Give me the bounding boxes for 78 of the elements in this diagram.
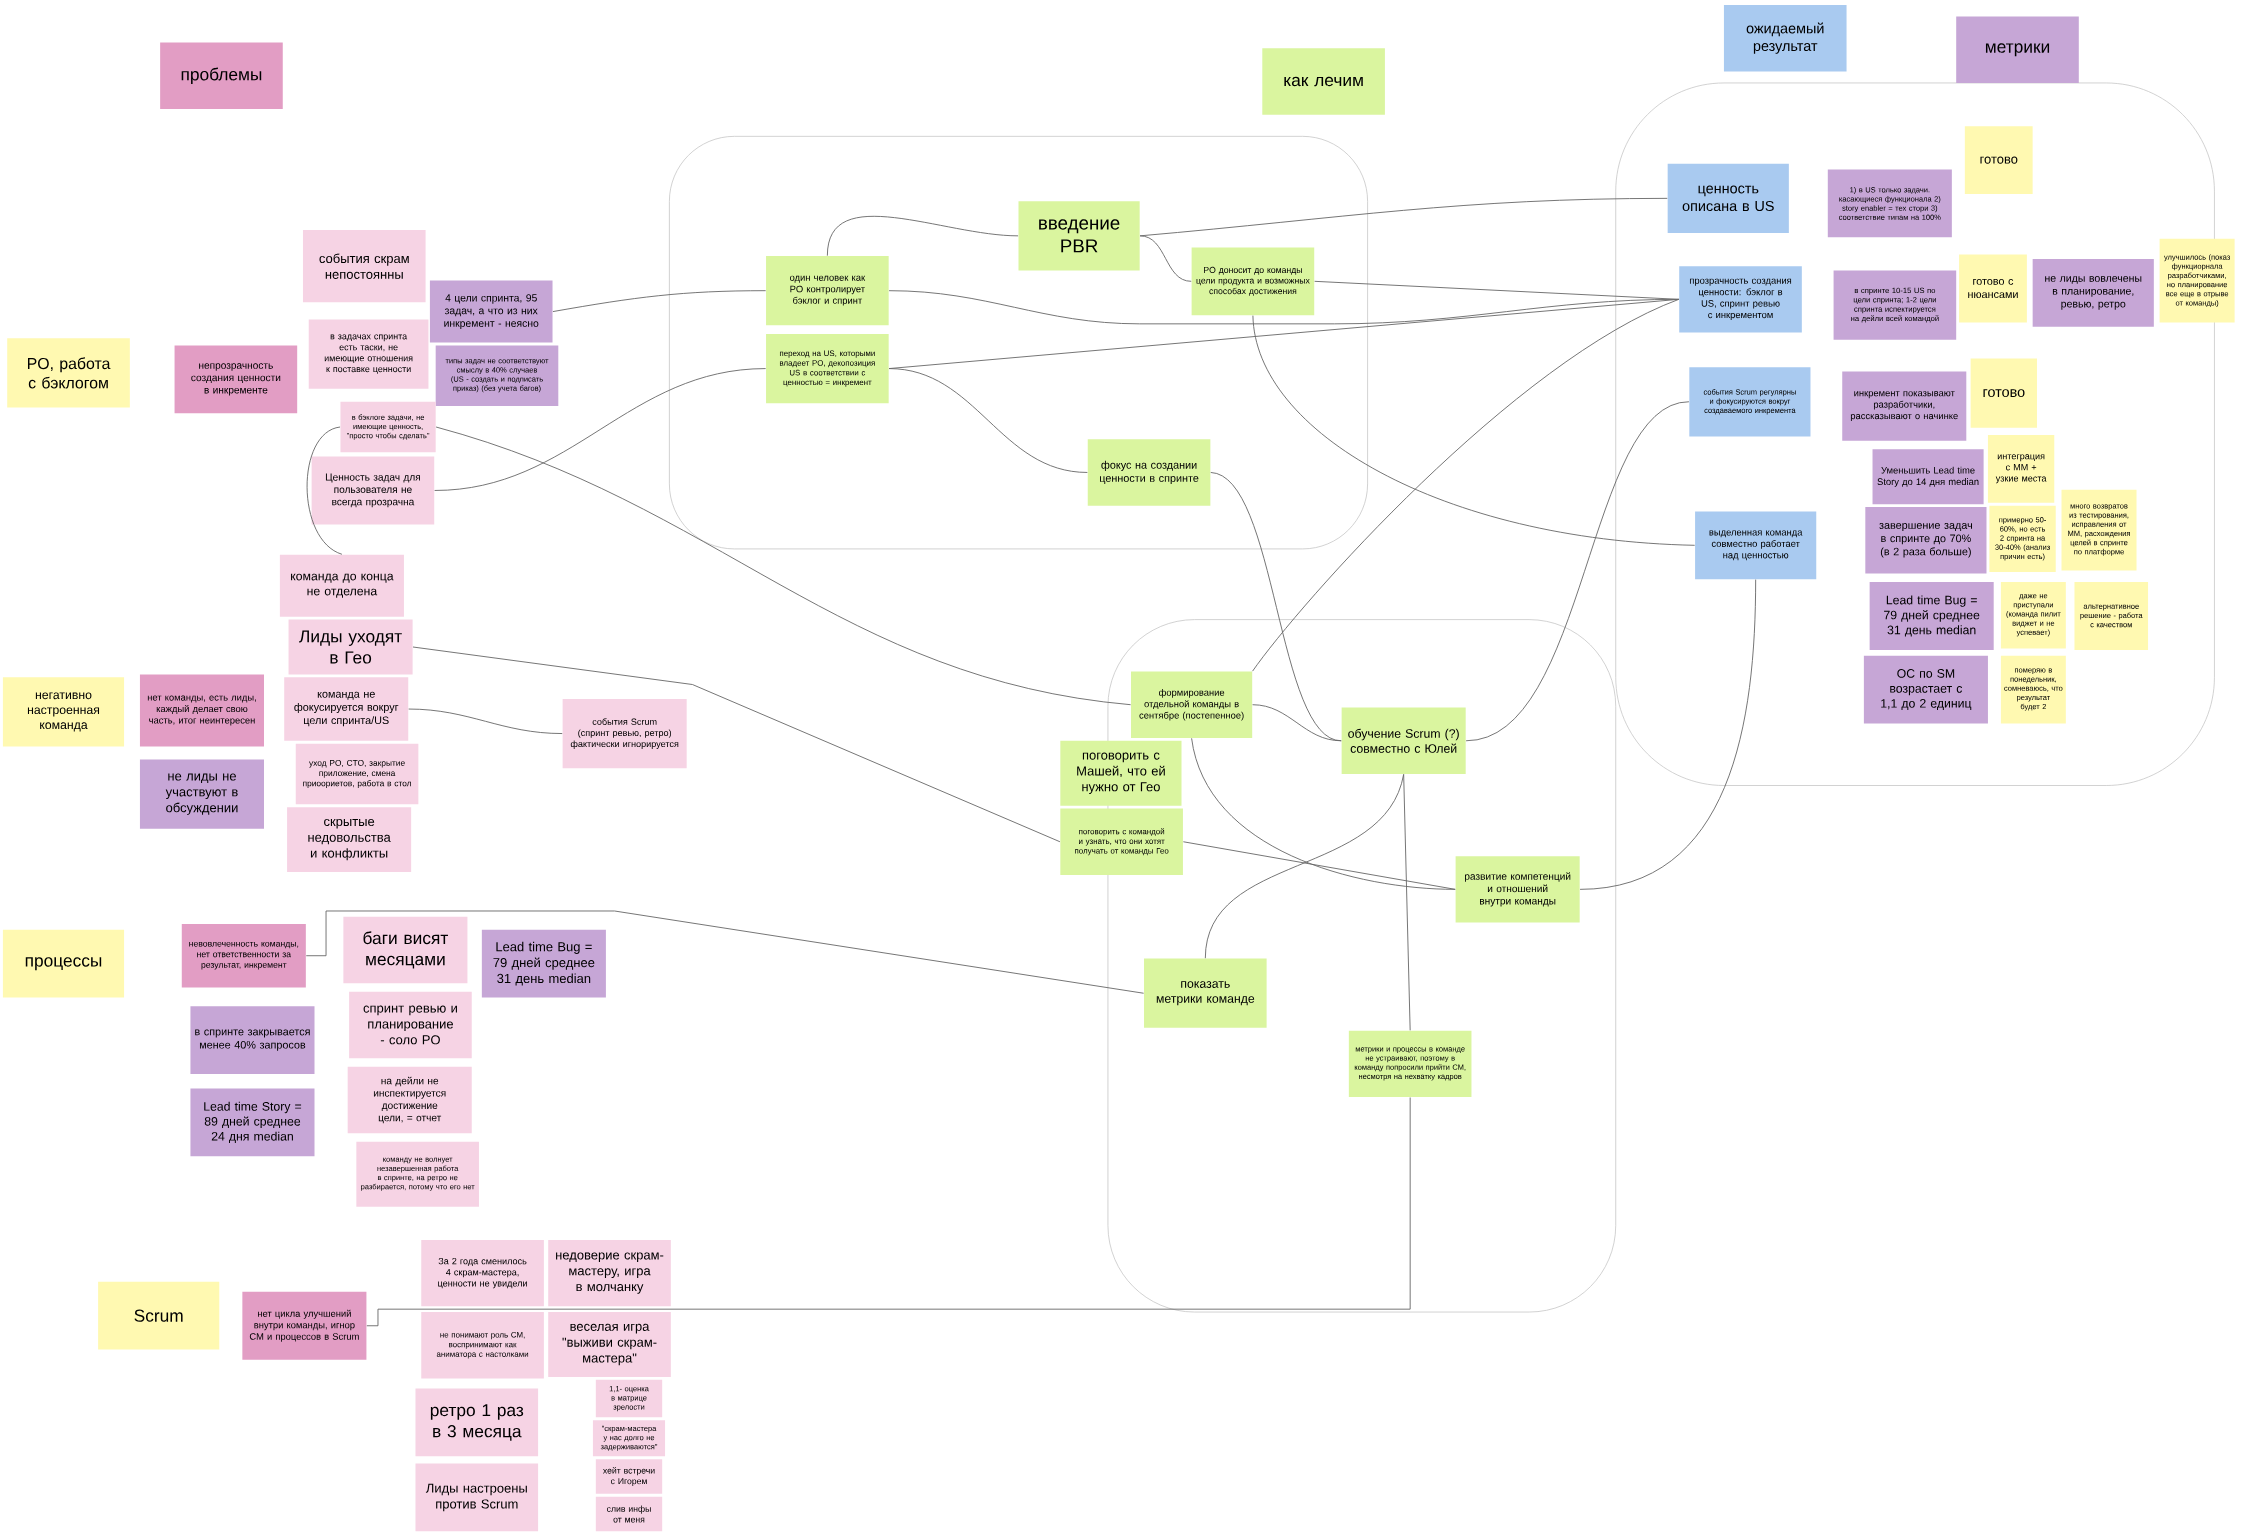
- sticky-note: ценность описана в US: [1667, 163, 1789, 233]
- sticky-note: PO доносит до команды цели продукта и возможных способах достижения: [1191, 247, 1315, 316]
- connector-line: [1139, 197, 1668, 237]
- connector-line: [305, 910, 1145, 994]
- sticky-note: недоверие скрам-мастеру, игра в молчанку: [548, 1239, 671, 1307]
- sticky-note: события Scrum (спринт ревью, ретро) фактически игнорируется: [562, 698, 687, 769]
- sticky-note: непрозрачность создания ценности в инкременте: [174, 345, 298, 414]
- sticky-note: не лиды вовлечены в планирование, ревью, ретро: [2032, 258, 2154, 327]
- connector-line: [1465, 401, 1690, 742]
- sticky-note: поговорить с Машей, что ей нужно от Гео: [1060, 740, 1182, 806]
- connector-line: [1182, 841, 1456, 890]
- connector-line: [1252, 298, 1680, 672]
- sticky-note: развитие компетенций и отношений внутри команды: [1455, 856, 1580, 923]
- sticky-note: в спринте закрывается менее 40% запросов: [190, 1006, 315, 1074]
- sticky-note: команда не фокусируется вокруг цели спринта/US: [284, 677, 409, 741]
- sticky-note: готово с нюансами: [1959, 254, 2027, 323]
- sticky-note: выделенная команда совместно работает над ценностью: [1695, 511, 1817, 580]
- sticky-note: невовлеченность команды, нет ответственности за результат, инкремент: [181, 924, 306, 988]
- connector-line: [1579, 579, 1757, 890]
- sticky-note: 4 цели спринта, 95 задач, а что из них инкремент - неясно: [429, 280, 553, 343]
- sticky-note: негативно настроенная команда: [2, 677, 125, 747]
- sticky-note: метрики: [1956, 16, 2079, 83]
- sticky-note: обучение Scrum (?) совместно с Юлей: [1341, 707, 1466, 774]
- sticky-note: спринт ревью и планирование - соло PO: [349, 991, 472, 1059]
- sticky-note: Лиды уходят в Гео: [288, 619, 413, 675]
- sticky-note: в задачах спринта есть таски, не имеющие отношения к поставке ценности: [308, 319, 429, 389]
- sticky-note: уход PO, CTO, закрытие приложение, смена приоориетов, работа в стол: [295, 743, 419, 805]
- sticky-note: введение PBR: [1018, 201, 1140, 271]
- sticky-note: баги висят месяцами: [343, 916, 468, 984]
- sticky-note: команда до конца не отделена: [279, 554, 404, 617]
- connector-line: [434, 368, 767, 491]
- connector-line: [412, 646, 1061, 843]
- sticky-note: показать метрики команде: [1144, 958, 1267, 1028]
- sticky-note: За 2 года сменилось 4 скрам-мастера, ценности не увидели: [421, 1239, 544, 1307]
- sticky-note: события скрам непостоянны: [302, 230, 426, 303]
- sticky-note: ожидаемый результат: [1723, 5, 1847, 72]
- sticky-note: Lead time Story = 89 дней среднее 24 дня median: [190, 1088, 315, 1157]
- sticky-note: формирование отдельной команды в сентябре (постепенное): [1131, 671, 1253, 738]
- connector-line: [1210, 472, 1342, 742]
- connector-line: [366, 1097, 1411, 1327]
- connector-line: [1252, 315, 1696, 546]
- connector-line: [1139, 235, 1192, 282]
- sticky-note: инкремент показывают разработчики, рассказывают о начинке: [1842, 371, 1967, 441]
- sticky-note: ретро 1 раз в 3 месяца: [415, 1388, 539, 1457]
- sticky-note: не лиды не участвуют в обсуждении: [139, 759, 264, 829]
- sticky-note: нет цикла улучшений внутри команды, игнор СМ и процессов в Scrum: [242, 1291, 367, 1360]
- sticky-note: один человек как PO контролирует бэклог и спринт: [766, 256, 889, 326]
- connector-line: [435, 426, 1132, 706]
- connector-line: [1191, 737, 1456, 890]
- sticky-note: Lead time Bug = 79 дней среднее 31 день median: [1869, 582, 1994, 650]
- sticky-note: Уменьшить Lead time Story до 14 дня median: [1872, 449, 1984, 505]
- sticky-note: Scrum: [98, 1281, 220, 1350]
- sticky-note: интеграция с MM + узкие места: [1987, 434, 2055, 503]
- sticky-note: ОС по SM возрастает с 1,1 до 2 единиц: [1863, 655, 1988, 724]
- sticky-note: готово: [1964, 126, 2033, 195]
- sticky-note: фокус на создании ценности в спринте: [1087, 439, 1211, 506]
- connector-line: [408, 708, 563, 734]
- sticky-note: веселая игра "выживи скрам-мастера": [548, 1312, 671, 1377]
- sticky-note: слив инфы от меня: [595, 1496, 663, 1532]
- connector-line: [306, 426, 343, 555]
- connector-line: [888, 368, 1088, 473]
- sticky-note: нет команды, есть лиды, каждый делает свою часть, итог неинтересен: [139, 674, 264, 747]
- sticky-note: Лиды настроены против Scrum: [415, 1463, 539, 1532]
- sticky-note: прозрачность создания ценности: бэклог в US, спринт ревью с инкрементом: [1679, 266, 1802, 333]
- connector-line: [1204, 773, 1405, 959]
- sticky-note: хейт встречи с Игорем: [595, 1459, 663, 1494]
- sticky-note: PO, работа с бэклогом: [7, 338, 130, 408]
- sticky-note: завершение задач в спринте до 70% (в 2 раза больше): [1865, 507, 1987, 574]
- sticky-note: скрытые недовольства и конфликты: [287, 807, 412, 873]
- sticky-note: готово: [1970, 358, 2037, 428]
- sticky-note: как лечим: [1262, 48, 1385, 115]
- connector-line: [552, 290, 767, 313]
- connector-line: [826, 215, 1019, 257]
- sticky-note: Lead time Bug = 79 дней среднее 31 день median: [481, 929, 606, 998]
- sticky-note: процессы: [2, 929, 125, 998]
- sticky-note: Ценность задач для пользователя не всегда прозрачна: [311, 456, 435, 525]
- sticky-note: на дейли не инспектируется достижение цели, = отчет: [347, 1066, 472, 1134]
- sticky-note: проблемы: [160, 42, 283, 109]
